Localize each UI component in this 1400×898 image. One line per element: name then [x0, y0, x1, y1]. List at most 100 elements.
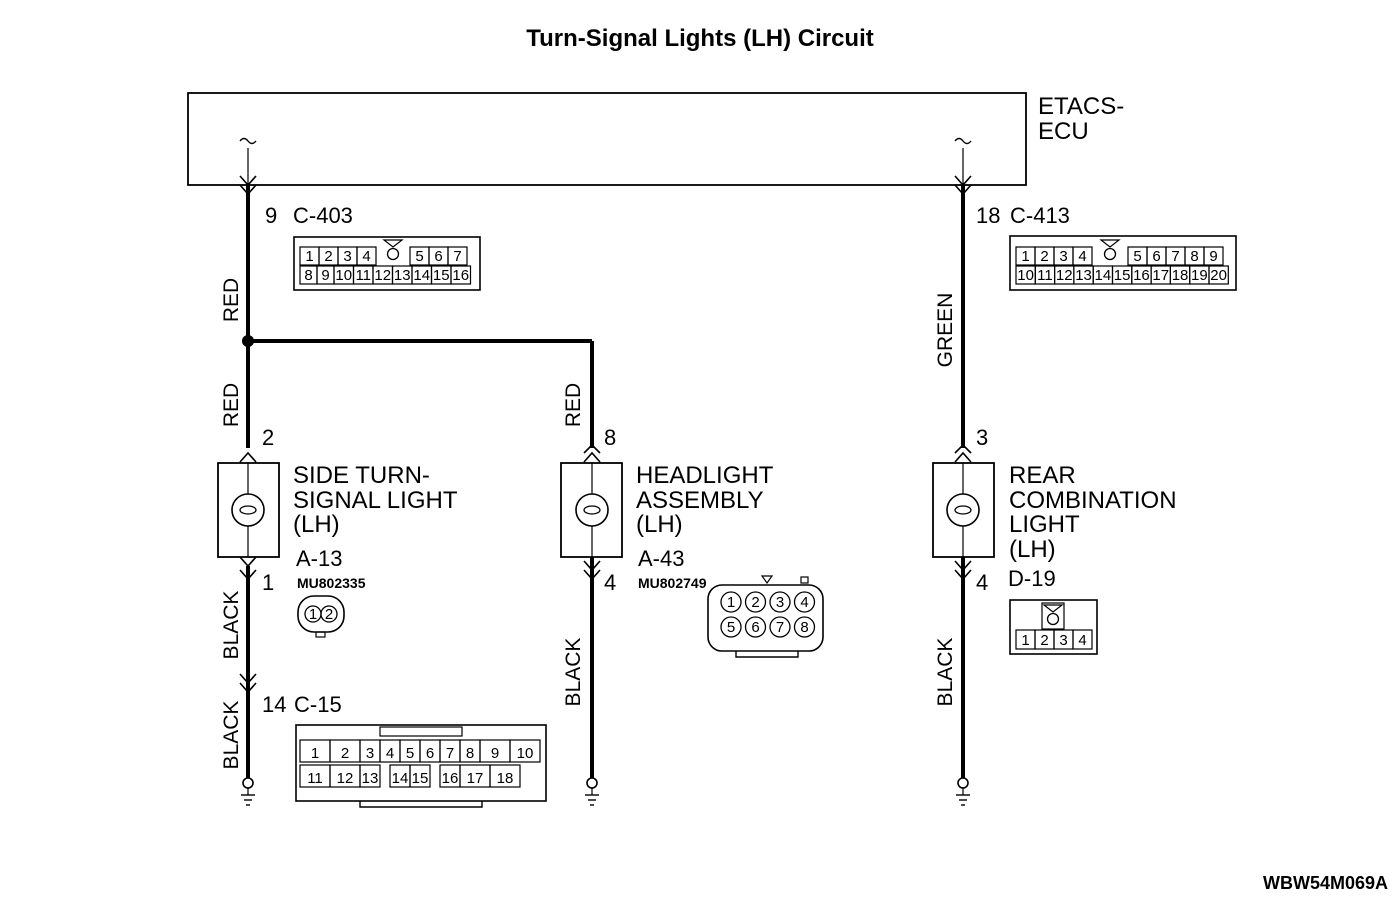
a43-skirt [735, 651, 799, 658]
c413-pin-6-label: 6 [1152, 248, 1160, 265]
left-wire-color-lower2: BLACK [220, 701, 243, 770]
c413-pin-1-label: 1 [1021, 248, 1029, 265]
right-top-pin: 18 [976, 203, 1000, 228]
c413-pin-14-label: 14 [1095, 267, 1112, 284]
d19-pin-4-label: 4 [1078, 632, 1086, 649]
a43-pin-7-label: 7 [776, 619, 784, 636]
d19-key-icon [1046, 612, 1060, 626]
c15-pin-10-label: 10 [517, 745, 534, 762]
c15-pin-15-cell [409, 764, 431, 788]
a43-pin-4-cell [793, 591, 816, 613]
right-branch: 18 C-413 GREEN 3 REAR COMBINATION LIGHT … [932, 175, 1177, 806]
c413-pin-2-label: 2 [1040, 248, 1048, 265]
d19-pin-2-label: 2 [1040, 632, 1048, 649]
c403-pin-8-label: 8 [304, 267, 312, 284]
mid-bulb-filament [583, 505, 601, 515]
right-wire-color-lower: BLACK [934, 638, 957, 707]
headlight-bulb-icon [575, 493, 609, 527]
mid-wire-color: RED [562, 383, 585, 427]
c403-pin-4-cell [356, 246, 377, 266]
right-wire-color-upper: GREEN [934, 293, 957, 368]
ecu-internal-mark-right [954, 137, 972, 145]
c15-pin-2-label: 2 [341, 745, 349, 762]
c413-pin-9-cell [1203, 246, 1224, 266]
c15-pin-18-cell [489, 764, 521, 788]
right-top-connector-code: C-413 [1010, 203, 1070, 228]
left-wire-color-mid: RED [220, 383, 243, 427]
ecu-internal-mark-left [239, 137, 257, 145]
c403-pin-4-label: 4 [362, 248, 370, 265]
c413-pin-20-cell [1208, 265, 1229, 285]
c403-pin-3-label: 3 [343, 248, 351, 265]
right-light-pin-out: 4 [976, 570, 988, 595]
c413-pin-4-label: 4 [1078, 248, 1086, 265]
mid-wire-color-lower: BLACK [562, 638, 585, 707]
d19-housing [1009, 599, 1098, 655]
c413-pin-10-label: 10 [1017, 267, 1034, 284]
c403-pin-9-label: 9 [321, 267, 329, 284]
ecu-box [187, 92, 1027, 186]
c413-pin-15-label: 15 [1114, 267, 1131, 284]
c15-pin-5-label: 5 [406, 745, 414, 762]
mid-lamp-in-mark-1 [583, 443, 601, 454]
c403-pin-10-label: 10 [335, 267, 352, 284]
a43-housing [707, 584, 824, 652]
c413-pin-3-label: 3 [1059, 248, 1067, 265]
c413-pin-16-label: 16 [1133, 267, 1150, 284]
d19-latch-icon [1042, 604, 1064, 613]
c403-pin-1-label: 1 [305, 248, 313, 265]
c15-pin-8-label: 8 [466, 745, 474, 762]
mid-lamp-in-mark [583, 451, 601, 463]
c403-pin-16-cell [450, 265, 472, 285]
a43-pin-3-label: 3 [776, 594, 784, 611]
c413-pin-19-label: 19 [1191, 267, 1208, 284]
right-ground-terminal [957, 777, 969, 789]
c403-pin-7-cell [447, 246, 468, 266]
right-bulb-filament [954, 505, 972, 515]
c413-pin-5-label: 5 [1133, 248, 1141, 265]
c413-pin-13-label: 13 [1075, 267, 1092, 284]
a13-pin-2-label: 2 [325, 606, 333, 623]
side-turn-light-name-line3: (LH) [293, 511, 340, 538]
c413-pin-7-label: 7 [1171, 248, 1179, 265]
a13-pin-1-label: 1 [309, 606, 317, 623]
right-light-pin-in: 3 [976, 425, 988, 450]
c15-mark-lower [239, 682, 257, 694]
d19-pin-1-label: 1 [1021, 632, 1029, 649]
headlight-name-line3: (LH) [636, 511, 683, 538]
c15-pin-15-label: 15 [412, 770, 429, 787]
left-ground-connector-code: C-15 [294, 692, 342, 717]
c413-pin-8-label: 8 [1190, 248, 1198, 265]
c15-pin-3-label: 3 [366, 745, 374, 762]
c15-pin-13-cell [359, 764, 381, 788]
rear-light-name-line3: LIGHT [1009, 511, 1080, 538]
left-branch: 9 C-403 RED RED 2 SIDE TURN- SIGNAL LIGH… [217, 175, 592, 806]
left-top-connector-code: C-403 [293, 203, 353, 228]
a43-pin-5-label: 5 [727, 619, 735, 636]
c15-pin-17-label: 17 [467, 770, 484, 787]
left-light-pin-out: 1 [262, 570, 274, 595]
c403-pin-16-label: 16 [452, 267, 469, 284]
rear-light-name-line4: (LH) [1009, 536, 1056, 563]
c15-pin-13-label: 13 [362, 770, 379, 787]
c403-pin-13-label: 13 [394, 267, 411, 284]
mid-ground-terminal [586, 777, 598, 789]
a13-pin-2-cell [320, 605, 338, 623]
rear-light-connector-code: D-19 [1008, 566, 1056, 591]
mid-light-pin-in: 8 [604, 425, 616, 450]
c413-latch-icon [1099, 239, 1121, 248]
c15-housing [295, 724, 547, 802]
left-ground-pin: 14 [262, 692, 286, 717]
c413-pin-20-label: 20 [1210, 267, 1227, 284]
rear-combination-bulb-icon [946, 493, 980, 527]
a43-pin-2-cell [744, 591, 767, 613]
c15-mark-upper [239, 673, 257, 685]
c403-latch-icon [382, 239, 404, 248]
a43-key [800, 576, 809, 584]
c413-key-icon [1103, 247, 1117, 261]
